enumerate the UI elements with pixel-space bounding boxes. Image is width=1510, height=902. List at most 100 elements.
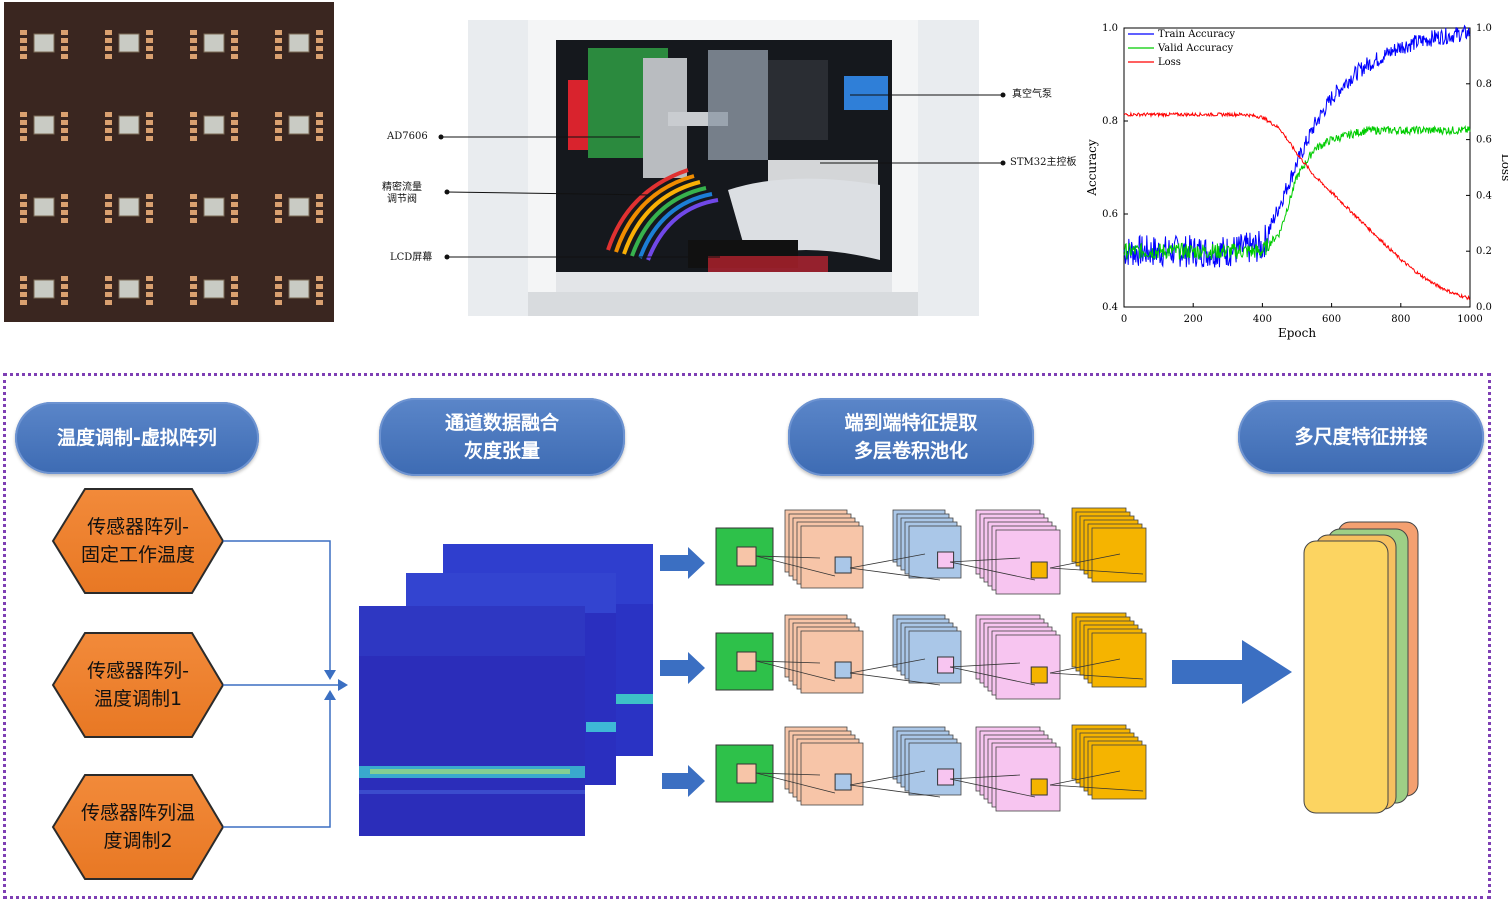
connection-line [949, 662, 1021, 668]
sensor-chip [275, 30, 323, 59]
sensor-chip [105, 30, 153, 59]
sensor-chip [275, 276, 323, 305]
series-line-2 [1123, 111, 1471, 301]
connection-line [1049, 553, 1121, 569]
legend-label: Valid Accuracy [1157, 43, 1233, 54]
y2-axis-label: Loss [1499, 154, 1508, 182]
y2-tick-label: 0.8 [1476, 79, 1492, 90]
connection-line [755, 660, 821, 664]
concat-arrow [1172, 640, 1292, 704]
grayscale-tensor-stack [359, 544, 653, 836]
merge-arrowheads [324, 670, 348, 700]
kernel-window [834, 773, 852, 791]
stage-label: 多尺度特征拼接 [1294, 426, 1428, 448]
sensor-label-fixed: 传感器阵列- 固定工作温度 [80, 516, 195, 566]
device-illustration [468, 20, 979, 316]
callout-stm32: STM32主控板 [1010, 157, 1077, 168]
sensor-chip [275, 112, 323, 141]
feature-map-stack [1071, 507, 1147, 583]
stage-pill-fusion: 通道数据融合 灰度张量 [379, 398, 625, 476]
training-curve-chart: 0 200 400 600 800 1000 0.4 0.6 0.8 1.0 0.0 0.2 0.4 0.… [1085, 23, 1508, 340]
callout-lines [438, 92, 1006, 260]
kernel-window [1030, 561, 1048, 579]
y-tick-label: 0.4 [1102, 302, 1118, 313]
connection-line [949, 778, 1036, 798]
x-tick-label: 800 [1391, 314, 1410, 325]
sensor-chip [105, 194, 153, 223]
y2-tick-label: 0.4 [1476, 190, 1492, 201]
connection-line [1049, 770, 1121, 786]
sensor-array-photo [4, 2, 334, 322]
stage-label: 温度调制-虚拟阵列 [57, 427, 217, 449]
legend-label: Loss [1158, 57, 1181, 68]
connection-line [949, 557, 1021, 563]
cnn-branches [715, 507, 1147, 812]
y2-tick-label: 1.0 [1476, 23, 1492, 34]
feature-map-stack [975, 614, 1061, 700]
callout-pump: 真空气泵 [1012, 89, 1052, 100]
connection-line [849, 553, 926, 569]
sensor-chip [190, 112, 238, 141]
x-tick-label: 0 [1121, 314, 1127, 325]
x-tick-label: 600 [1322, 314, 1341, 325]
x-tick-label: 200 [1184, 314, 1203, 325]
y2-tick-label: 0.6 [1476, 135, 1492, 146]
kernel-window [736, 546, 757, 567]
kernel-window [736, 763, 757, 784]
sensor-label-mod1: 传感器阵列- 温度调制1 [87, 660, 189, 710]
connection-line [849, 770, 926, 786]
kernel-window [937, 656, 955, 674]
kernel-window [736, 651, 757, 672]
feature-map-stack [892, 509, 962, 579]
stage-label: 通道数据融合 灰度张量 [444, 412, 559, 462]
kernel-window [937, 551, 955, 569]
branch-arrows [660, 547, 705, 797]
stage-pill-feature-extraction: 端到端特征提取 多层卷积池化 [788, 398, 1034, 476]
connection-line [1049, 658, 1121, 674]
y-tick-label: 0.8 [1102, 116, 1118, 127]
connection-line [849, 672, 941, 686]
x-tick-label: 400 [1253, 314, 1272, 325]
connection-line [755, 555, 821, 559]
sensor-chip [190, 30, 238, 59]
kernel-window [1030, 778, 1048, 796]
connection-line [755, 660, 836, 682]
pipeline-frame [3, 373, 1491, 899]
connection-line [1049, 784, 1144, 792]
stage-pill-concat: 多尺度特征拼接 [1238, 400, 1484, 474]
x-tick-label: 1000 [1457, 314, 1482, 325]
sensor-chip [190, 276, 238, 305]
connection-line [755, 555, 836, 577]
sensor-chip [20, 112, 68, 141]
feature-map-stack [1071, 612, 1147, 688]
concat-feature-stack [1303, 521, 1419, 814]
kernel-window [834, 661, 852, 679]
kernel-window [937, 768, 955, 786]
connection-line [849, 658, 926, 674]
y-axis-label: Accuracy [1085, 139, 1099, 196]
sensor-chip [20, 30, 68, 59]
y-tick-label: 0.6 [1102, 209, 1118, 220]
sensor-array-grid [20, 30, 323, 305]
sensor-chip [105, 276, 153, 305]
device-photo [468, 20, 979, 316]
legend-label: Train Accuracy [1158, 29, 1235, 40]
y2-tick-label: 0.0 [1476, 302, 1492, 313]
tensor-layer-front [359, 606, 585, 836]
feature-map-stack [892, 614, 962, 684]
connection-line [1049, 672, 1144, 680]
feature-map-stack [784, 509, 864, 589]
feature-map-stack [1071, 724, 1147, 800]
y2-tick-label: 0.2 [1476, 246, 1492, 257]
kernel-window [834, 556, 852, 574]
sensor-chip [275, 194, 323, 223]
merge-connectors [223, 540, 340, 828]
connection-line [755, 772, 821, 776]
callout-valve: 精密流量 调节阀 [382, 182, 422, 205]
series-line-1 [1123, 125, 1471, 260]
sensor-chip [190, 194, 238, 223]
feature-map-stack [892, 726, 962, 796]
connection-line [949, 666, 1036, 686]
connection-line [949, 774, 1021, 780]
